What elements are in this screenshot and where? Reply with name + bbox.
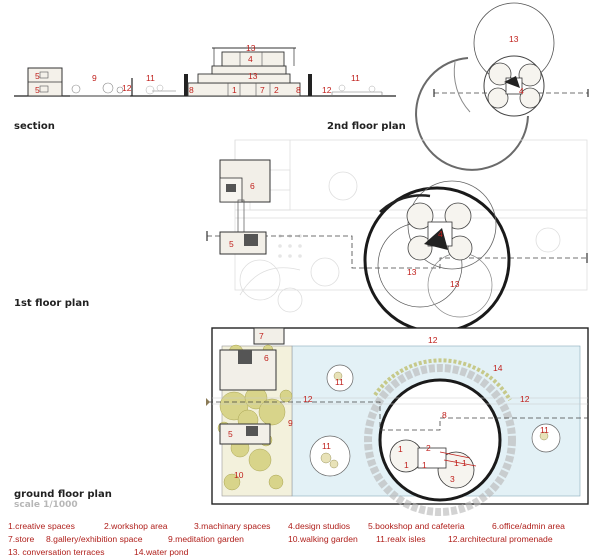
legend-item: 7.store — [8, 534, 35, 544]
section-label-12-right: 12 — [322, 85, 332, 95]
section-label-5-lower: 5 — [35, 85, 40, 95]
legend-item: 12.architectural promenade — [448, 534, 553, 544]
ground-label-11-top: 11 — [335, 377, 344, 387]
ground-label-14: 14 — [493, 363, 503, 373]
ground-label-12-right: 12 — [520, 394, 530, 404]
ground-label-12-top: 12 — [428, 335, 438, 345]
section-label-8-left: 8 — [189, 85, 194, 95]
section-label-2: 2 — [274, 85, 279, 95]
floor1-label-13-left: 13 — [407, 267, 417, 277]
floor2-label-4: 4 — [519, 86, 524, 96]
ground-label-1-d: 1 — [462, 458, 467, 468]
legend-item: 4.design studios — [288, 521, 351, 531]
legend-item: 1.creative spaces — [8, 521, 75, 531]
scale-note: scale 1/1000 — [14, 500, 78, 510]
legend-item: 13. conversation terraces — [8, 547, 105, 557]
floor2-label-13: 13 — [509, 34, 519, 44]
ground-floor-plan-title: ground floor plan — [14, 489, 112, 500]
section-label-11-right: 11 — [351, 73, 360, 83]
ground-floor-plan: 7 6 5 9 10 12 12 12 11 11 11 14 8 1 1 1 … — [206, 327, 589, 516]
ground-label-3: 3 — [450, 474, 455, 484]
ground-label-2: 2 — [426, 443, 431, 453]
legend-item: 3.machinary spaces — [194, 521, 271, 531]
section-label-4: 4 — [248, 54, 253, 64]
second-floor-plan-title: 2nd floor plan — [327, 121, 406, 132]
first-floor-plan-title: 1st floor plan — [14, 298, 90, 309]
ground-label-1-b: 1 — [404, 460, 409, 470]
legend-item: 11.realx isles — [376, 534, 426, 544]
ground-label-10: 10 — [234, 470, 244, 480]
legend-row: 13. conversation terraces 14.water pond — [8, 546, 598, 559]
legend: 1.creative spaces 2.workshop area 3.mach… — [8, 520, 598, 559]
floor1-label-6: 6 — [250, 181, 255, 191]
section-label-7: 7 — [260, 85, 265, 95]
section-label-11-left: 11 — [146, 73, 155, 83]
section-label-12-left: 12 — [122, 83, 132, 93]
ground-label-6: 6 — [264, 353, 269, 363]
section-drawing: 5 5 9 12 11 8 1 7 2 8 13 4 13 12 11 — [14, 43, 396, 97]
legend-row: 1.creative spaces 2.workshop area 3.mach… — [8, 520, 598, 533]
legend-item: 8.gallery/exhibition space — [46, 534, 143, 544]
floor1-label-5: 5 — [229, 239, 234, 249]
section-label-5-upper: 5 — [35, 71, 40, 81]
section-title: section — [14, 121, 55, 132]
section-label-9: 9 — [92, 73, 97, 83]
section-label-8-right: 8 — [296, 85, 301, 95]
ground-label-1-e: 1 — [454, 458, 459, 468]
ground-label-8: 8 — [442, 410, 447, 420]
ground-label-5: 5 — [228, 429, 233, 439]
legend-item: 14.water pond — [134, 547, 189, 557]
section-label-1: 1 — [232, 85, 237, 95]
floor1-label-13-right: 13 — [450, 279, 460, 289]
ground-label-1-a: 1 — [398, 444, 403, 454]
floor1-label-4: 4 — [438, 229, 443, 239]
ground-label-9: 9 — [288, 418, 293, 428]
legend-item: 6.office/admin area — [492, 521, 565, 531]
first-floor-plan: 4 13 13 6 5 — [206, 139, 588, 334]
section-label-13-mid: 13 — [248, 71, 258, 81]
legend-row: 7.store 8.gallery/exhibition space 9.med… — [8, 533, 598, 546]
legend-item: 5.bookshop and cafeteria — [368, 521, 465, 531]
second-floor-plan: 13 4 — [415, 2, 589, 171]
legend-item: 10.walking garden — [288, 534, 358, 544]
ground-label-11-right: 11 — [540, 425, 549, 435]
ground-label-7: 7 — [259, 331, 264, 341]
ground-label-1-c: 1 — [422, 460, 427, 470]
section-label-13-top: 13 — [246, 43, 256, 53]
legend-item: 2.workshop area — [104, 521, 168, 531]
legend-item: 9.meditation garden — [168, 534, 244, 544]
ground-label-12-left: 12 — [303, 394, 313, 404]
ground-label-11-left: 11 — [322, 441, 331, 451]
